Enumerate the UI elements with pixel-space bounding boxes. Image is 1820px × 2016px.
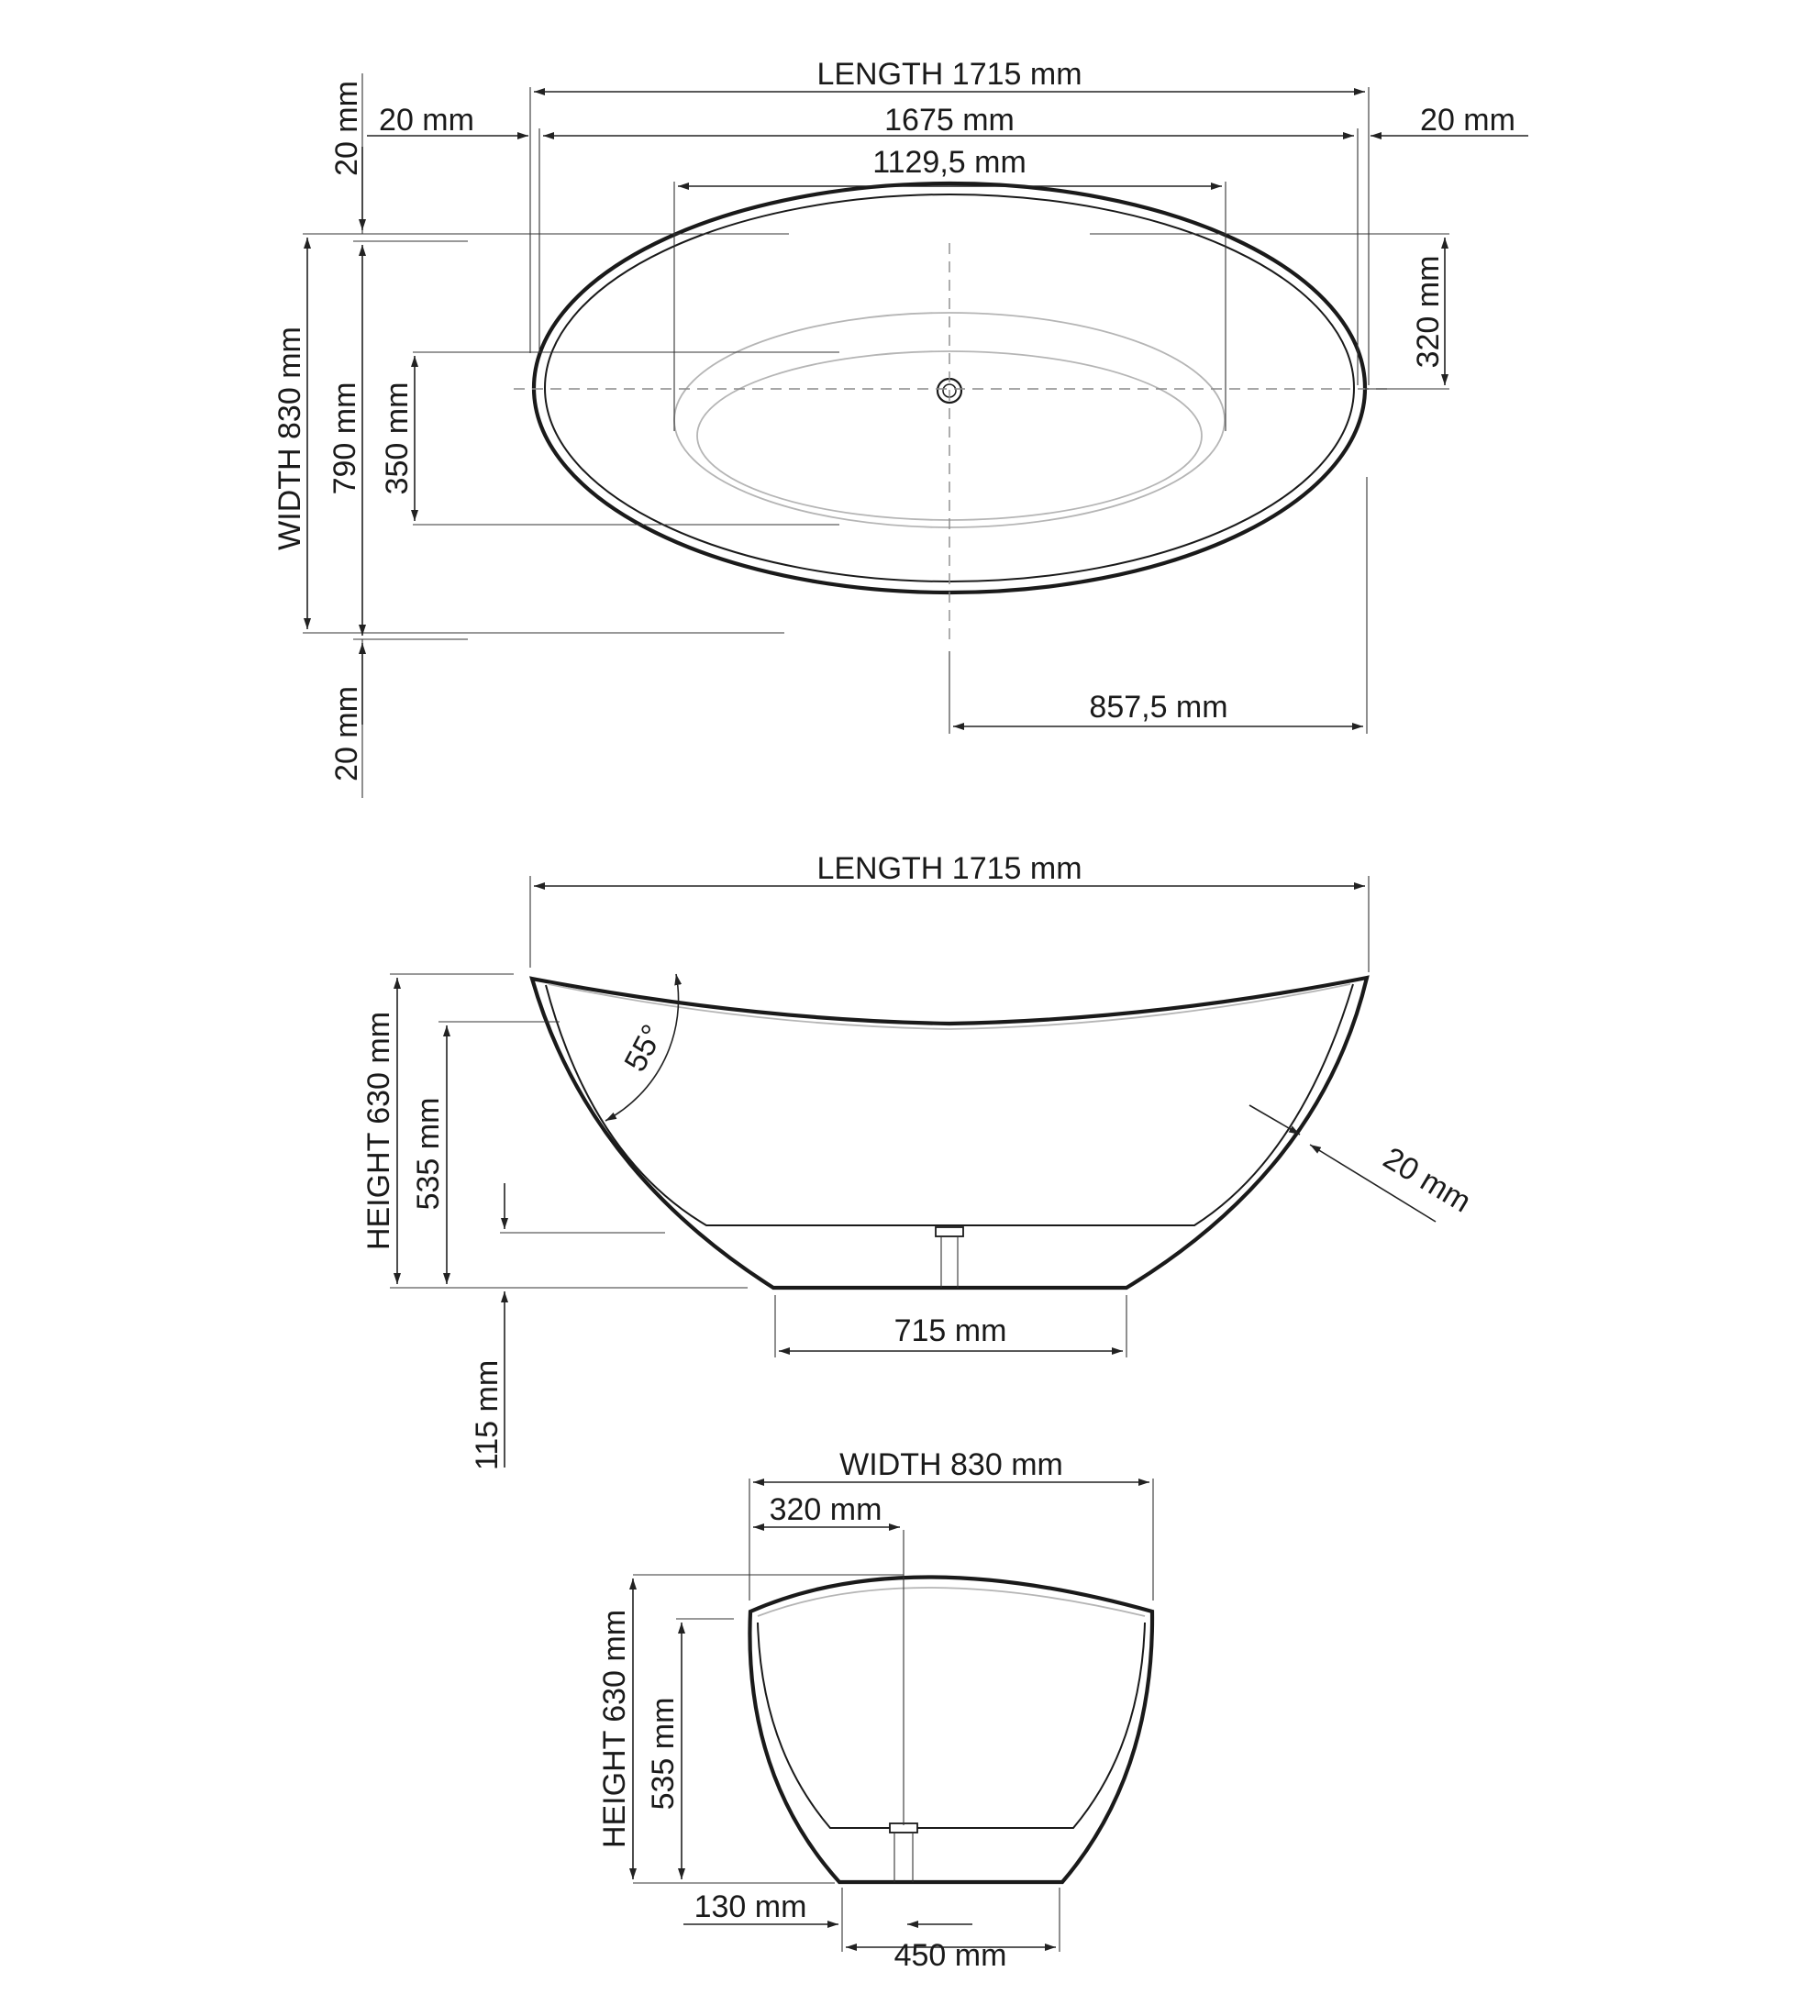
label-drain-offset: 320 mm (1411, 256, 1446, 369)
label-rim-top: 20 mm (329, 81, 364, 176)
label-width: WIDTH 830 mm (272, 327, 307, 550)
label-base-width: 450 mm (894, 1938, 1007, 1973)
label-end-height: HEIGHT 630 mm (597, 1610, 632, 1848)
label-rim-bottom: 20 mm (329, 686, 364, 781)
angle-arc (605, 973, 682, 1122)
tub-side-inner (545, 983, 1354, 1226)
label-side-height: HEIGHT 630 mm (361, 1012, 396, 1250)
label-inner-width: 790 mm (327, 382, 362, 495)
label-base-offset: 130 mm (694, 1889, 807, 1924)
label-basin-width: 350 mm (380, 382, 415, 495)
top-view: LENGTH 1715 mm 20 mm 1675 mm 20 mm 1129,… (272, 57, 1528, 798)
label-rim-left: 20 mm (379, 103, 474, 138)
side-view: LENGTH 1715 mm HEIGHT 630 mm 535 mm 55° … (361, 851, 1477, 1470)
label-side-length: LENGTH 1715 mm (816, 851, 1082, 886)
label-plinth: 115 mm (470, 1360, 505, 1470)
label-end-drain-offset: 320 mm (770, 1492, 882, 1527)
tub-end-outer (748, 1575, 1155, 1885)
end-view: WIDTH 830 mm 320 mm HEIGHT 630 mm 535 mm… (597, 1447, 1155, 1973)
label-end-width: WIDTH 830 mm (839, 1447, 1063, 1482)
label-inner-length: 1675 mm (884, 103, 1015, 138)
label-length: LENGTH 1715 mm (816, 57, 1082, 92)
label-rim-right: 20 mm (1420, 103, 1515, 138)
label-base-length: 715 mm (894, 1313, 1007, 1348)
label-angle: 55° (617, 1019, 671, 1077)
tub-side-outer (529, 975, 1370, 1290)
tub-end-inner (757, 1622, 1146, 1829)
label-side-inner-height: 535 mm (411, 1098, 446, 1211)
label-end-inner-height: 535 mm (646, 1698, 681, 1811)
label-basin-length: 1129,5 mm (872, 145, 1027, 180)
label-wall: 20 mm (1377, 1141, 1477, 1220)
label-half-length: 857,5 mm (1089, 690, 1227, 725)
drain-pipe-icon (935, 1226, 964, 1237)
